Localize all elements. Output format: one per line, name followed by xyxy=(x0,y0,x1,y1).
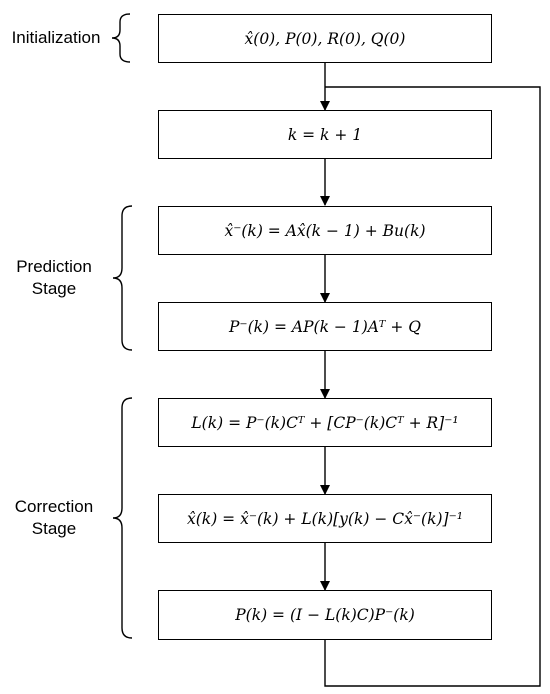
correction-brace xyxy=(112,397,133,639)
gain-box: L(k) = P⁻(k)Cᵀ + [CP⁻(k)Cᵀ + R]⁻¹ xyxy=(158,398,492,447)
state-update-box: x̂(k) = x̂⁻(k) + L(k)[y(k) − Cx̂⁻(k)]⁻¹ xyxy=(158,494,492,543)
state-predict-box: x̂⁻(k) = Ax̂(k − 1) + Bu(k) xyxy=(158,206,492,255)
cov-predict-box: P⁻(k) = AP(k − 1)Aᵀ + Q xyxy=(158,302,492,351)
state-update-formula: x̂(k) = x̂⁻(k) + L(k)[y(k) − Cx̂⁻(k)]⁻¹ xyxy=(187,509,463,528)
cov-predict-formula: P⁻(k) = AP(k − 1)Aᵀ + Q xyxy=(228,317,421,336)
increment-formula: k = k + 1 xyxy=(287,125,363,144)
initialization-brace xyxy=(111,13,131,63)
state-predict-formula: x̂⁻(k) = Ax̂(k − 1) + Bu(k) xyxy=(224,221,426,240)
init-box: x̂(0), P(0), R(0), Q(0) xyxy=(158,14,492,63)
cov-update-box: P(k) = (I − L(k)C)P⁻(k) xyxy=(158,590,492,640)
cov-update-formula: P(k) = (I − L(k)C)P⁻(k) xyxy=(235,606,415,624)
feedback-loop-line xyxy=(324,86,541,687)
init-formula: x̂(0), P(0), R(0), Q(0) xyxy=(244,29,406,48)
stage-label-correction: Correction Stage xyxy=(14,497,94,538)
prediction-brace xyxy=(112,205,133,351)
stage-label-prediction: Prediction Stage xyxy=(16,257,92,298)
stage-label-initialization: Initialization xyxy=(11,28,101,47)
increment-box: k = k + 1 xyxy=(158,110,492,159)
gain-formula: L(k) = P⁻(k)Cᵀ + [CP⁻(k)Cᵀ + R]⁻¹ xyxy=(191,413,459,432)
